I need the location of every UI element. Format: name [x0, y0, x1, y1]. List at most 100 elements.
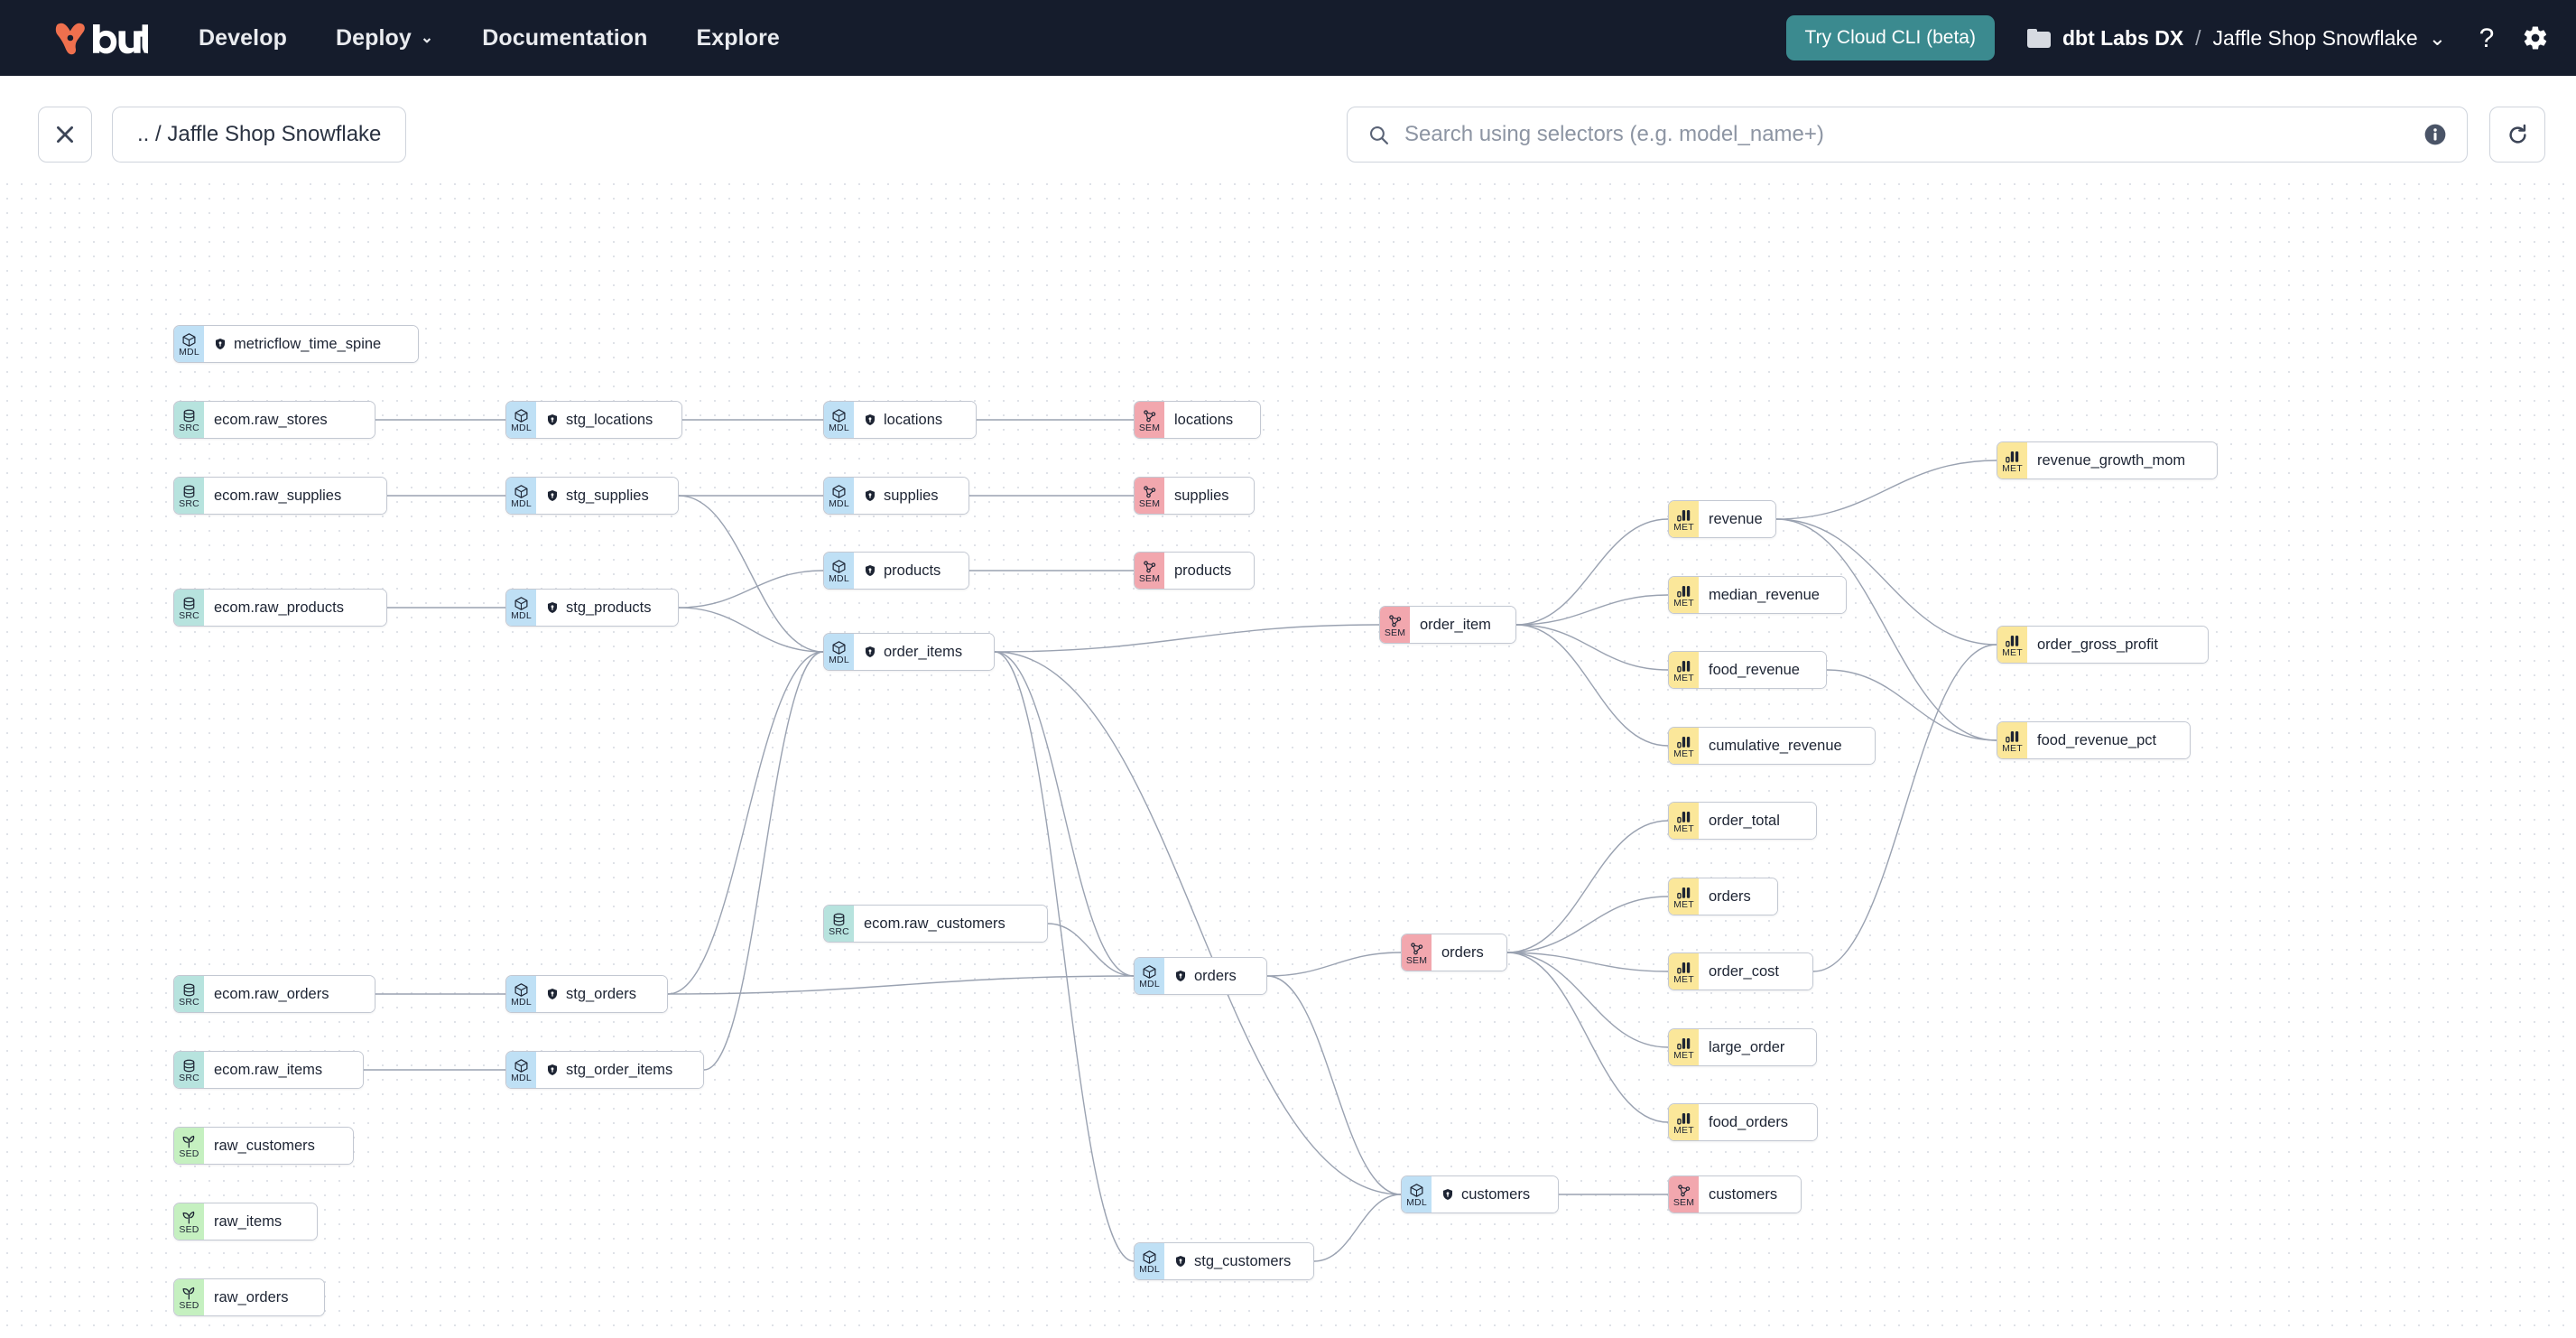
node-label: ecom.raw_supplies — [214, 487, 342, 504]
node-type-label: SEM — [1384, 627, 1406, 638]
node-body: customers — [1432, 1176, 1558, 1213]
sed-icon — [181, 1286, 197, 1301]
node-label: cumulative_revenue — [1709, 737, 1842, 754]
mdl-icon — [831, 484, 847, 499]
nav-item-documentation[interactable]: Documentation — [482, 25, 647, 51]
node-body: large_order — [1699, 1029, 1816, 1065]
nav-item-deploy[interactable]: Deploy ⌄ — [336, 25, 433, 51]
node-body: order_cost — [1699, 953, 1812, 990]
node-type-badge-met: MET — [1669, 501, 1699, 537]
node-label: supplies — [884, 487, 939, 504]
search-input[interactable]: Search using selectors (e.g. model_name+… — [1347, 107, 2468, 163]
shield-icon — [214, 338, 227, 350]
lineage-edge — [678, 495, 824, 653]
node-body: stg_locations — [536, 402, 681, 438]
met-icon — [1676, 1036, 1691, 1051]
node-type-label: SRC — [179, 997, 199, 1008]
node-type-badge-mdl: MDL — [1135, 1243, 1164, 1279]
node-type-label: MDL — [511, 1073, 532, 1083]
node-type-label: SED — [179, 1300, 199, 1311]
node-body: food_orders — [1699, 1104, 1817, 1140]
node-type-badge-sem: SEM — [1135, 553, 1164, 589]
node-type-badge-src: SRC — [174, 590, 204, 626]
node-body: metricflow_time_spine — [204, 326, 418, 362]
met-icon — [1676, 960, 1691, 975]
try-cloud-cli-button[interactable]: Try Cloud CLI (beta) — [1785, 15, 1995, 60]
node-body: cumulative_revenue — [1699, 728, 1875, 764]
node-label: median_revenue — [1709, 586, 1820, 603]
sem-icon — [1409, 941, 1424, 956]
help-icon[interactable]: ? — [2475, 24, 2498, 51]
mdl-icon — [831, 408, 847, 423]
node-body: ecom.raw_customers — [854, 906, 1047, 942]
gear-icon[interactable] — [2522, 24, 2549, 51]
lineage-edge — [1515, 624, 1669, 747]
shield-icon — [546, 489, 559, 502]
nav-item-explore[interactable]: Explore — [697, 25, 780, 51]
node-type-label: MET — [1673, 673, 1694, 683]
node-label: ecom.raw_stores — [214, 411, 328, 428]
dbt-logo[interactable] — [52, 19, 148, 57]
breadcrumb-project[interactable]: Jaffle Shop Snowflake ⌄ — [2213, 26, 2446, 51]
nav-item-develop[interactable]: Develop — [199, 25, 287, 51]
lineage-edge — [1313, 1194, 1402, 1262]
node-body: median_revenue — [1699, 577, 1846, 613]
node-body: orders — [1432, 934, 1506, 971]
shield-icon — [1174, 970, 1187, 982]
breadcrumb-path-button[interactable]: .. / Jaffle Shop Snowflake — [112, 107, 407, 163]
svg-text:?: ? — [2479, 24, 2495, 51]
node-type-badge-met: MET — [1997, 722, 2027, 758]
info-icon[interactable] — [2423, 123, 2447, 146]
node-type-badge-mdl: MDL — [174, 326, 204, 362]
node-type-badge-src: SRC — [174, 1052, 204, 1088]
refresh-button[interactable] — [2489, 107, 2545, 163]
met-icon — [1676, 809, 1691, 824]
mdl-icon — [181, 332, 197, 348]
node-type-badge-mdl: MDL — [824, 553, 854, 589]
lineage-edge — [1515, 518, 1669, 626]
breadcrumb-account[interactable]: dbt Labs DX — [2062, 25, 2184, 50]
close-button[interactable] — [38, 107, 92, 163]
